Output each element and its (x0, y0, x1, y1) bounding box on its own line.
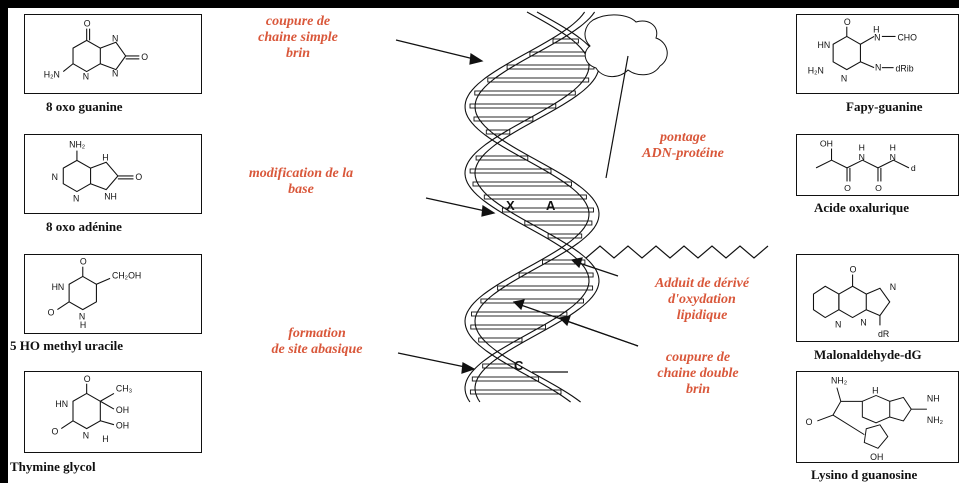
base-pair-rung (507, 65, 594, 69)
annotation-single-strand-break: coupure de chaine simple brin (238, 14, 358, 62)
base-pair-rung (471, 325, 546, 329)
lipid-chain (586, 246, 768, 258)
base-pair-rung (470, 104, 556, 108)
base-pair-rung (530, 52, 591, 56)
base-pair-rung (488, 78, 589, 82)
annotation-dna-protein-crosslink: pontage ADN-protéine (608, 130, 758, 162)
base-pair-rung (498, 286, 593, 290)
arrow-single-strand-break (396, 40, 478, 60)
base-pair-rung (484, 195, 586, 199)
base-pair-rung (519, 273, 593, 277)
arrow-base-modification (426, 198, 490, 212)
arrowhead-double-strand-break-2 (514, 300, 524, 309)
arrowhead-single-strand-break (470, 54, 482, 64)
annotation-abasic-site: formation de site abasique (242, 326, 392, 358)
base-letter-x: X (506, 198, 515, 213)
base-pair-rung (474, 117, 533, 121)
arrowhead-base-modification (482, 206, 494, 216)
base-pair-rung (472, 312, 567, 316)
dna-helix-diagram (8, 8, 959, 483)
figure-canvas: O N N O N H₂N 8 oxo guanine NH₂ H O N N … (8, 8, 959, 483)
base-pair-rung (475, 91, 576, 95)
arrow-abasic-site (398, 353, 470, 368)
annotation-base-modification: modification de la base (206, 166, 396, 198)
base-pair-rung (473, 182, 572, 186)
base-letter-a: A (546, 198, 555, 213)
annotation-double-strand-break: coupure de chaine double brin (628, 350, 768, 398)
base-pair-rung (481, 299, 584, 303)
base-pair-rungs (470, 39, 594, 394)
base-letter-c: C (514, 358, 523, 373)
base-pair-rung (472, 377, 538, 381)
base-pair-rung (470, 169, 551, 173)
base-pair-rung (525, 221, 592, 225)
annotation-lipid-adduct: Adduit de dérivé d'oxydation lipidique (612, 276, 792, 324)
base-pair-rung (470, 390, 561, 394)
